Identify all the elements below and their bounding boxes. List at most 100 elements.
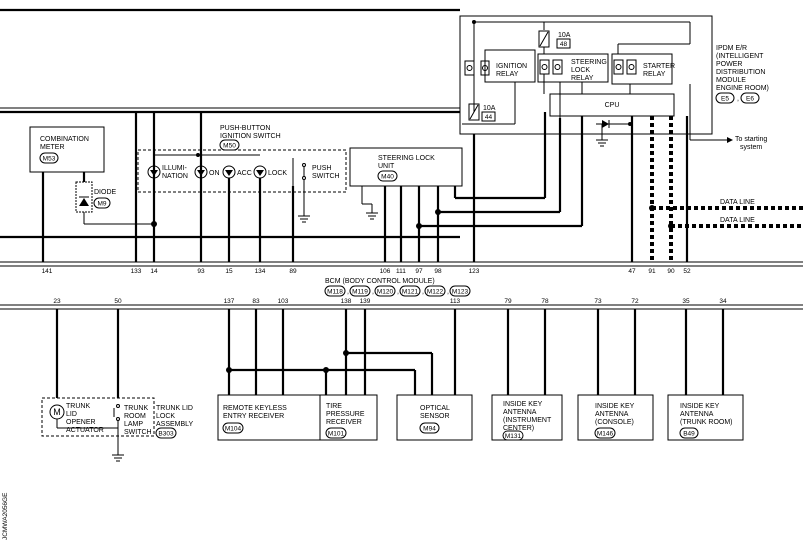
svg-text:M131: M131 — [505, 433, 522, 440]
svg-text:91: 91 — [648, 268, 656, 275]
svg-text:PUSH: PUSH — [312, 165, 331, 172]
svg-text:E5: E5 — [721, 96, 729, 103]
svg-text:123: 123 — [469, 268, 480, 275]
svg-text:10A: 10A — [483, 105, 496, 112]
svg-text:(INTELLIGENT: (INTELLIGENT — [716, 53, 764, 60]
svg-text:M104: M104 — [225, 426, 242, 433]
svg-text:89: 89 — [289, 268, 297, 275]
svg-text:50: 50 — [114, 298, 122, 305]
svg-text:M146: M146 — [597, 431, 614, 438]
svg-text:IGNITION SWITCH: IGNITION SWITCH — [220, 133, 281, 140]
svg-text:DIODE: DIODE — [94, 189, 117, 196]
svg-text:RELAY: RELAY — [643, 71, 666, 78]
bcm: 141 133 14 93 15 134 89 106 111 97 98 12… — [0, 261, 803, 305]
svg-text:INSIDE KEY: INSIDE KEY — [503, 401, 543, 408]
svg-text:78: 78 — [541, 298, 549, 305]
svg-text:PRESSURE: PRESSURE — [326, 411, 365, 418]
svg-text:IPDM E/R: IPDM E/R — [716, 45, 747, 52]
svg-text:34: 34 — [719, 298, 727, 305]
svg-text:,: , — [397, 289, 399, 296]
svg-text:RELAY: RELAY — [496, 71, 519, 78]
svg-text:ANTENNA: ANTENNA — [595, 411, 629, 418]
svg-text:ACTUATOR: ACTUATOR — [66, 427, 104, 434]
svg-text:STEERING LOCK: STEERING LOCK — [378, 155, 435, 162]
upper-connections — [41, 112, 689, 262]
svg-text:POWER: POWER — [716, 61, 742, 68]
svg-text:M120: M120 — [377, 289, 394, 296]
svg-text:106: 106 — [380, 268, 391, 275]
svg-text:141: 141 — [42, 268, 53, 275]
ipdm-connector-e5: E5 — [715, 92, 735, 104]
optical-sensor: OPTICAL SENSOR M94 — [396, 394, 473, 441]
svg-text:23: 23 — [53, 298, 61, 305]
svg-text:OPTICAL: OPTICAL — [420, 405, 450, 412]
svg-text:OPENER: OPENER — [66, 419, 96, 426]
svg-text:M118: M118 — [327, 289, 343, 296]
svg-text:INSIDE KEY: INSIDE KEY — [680, 403, 720, 410]
svg-text:DATA LINE: DATA LINE — [720, 217, 755, 224]
svg-text:DISTRIBUTION: DISTRIBUTION — [716, 69, 765, 76]
svg-text:90: 90 — [667, 268, 675, 275]
svg-text:SWITCH: SWITCH — [124, 429, 152, 436]
svg-text:BCM (BODY CONTROL MODULE): BCM (BODY CONTROL MODULE) — [325, 278, 435, 285]
svg-text:REMOTE KEYLESS: REMOTE KEYLESS — [223, 405, 287, 412]
svg-text:STARTER: STARTER — [643, 63, 675, 70]
to-starting-system: To starting system — [689, 84, 767, 151]
tire-pressure-receiver: TIRE PRESSURE RECEIVER M101 — [319, 394, 378, 441]
svg-text:15: 15 — [225, 268, 233, 275]
svg-text:M123: M123 — [452, 289, 469, 296]
svg-text:,: , — [737, 96, 739, 103]
svg-text:ANTENNA: ANTENNA — [680, 411, 714, 418]
svg-text:ENTRY RECEIVER: ENTRY RECEIVER — [223, 413, 284, 420]
svg-text:LID: LID — [66, 411, 77, 418]
svg-text:CPU: CPU — [605, 102, 620, 109]
svg-text:103: 103 — [278, 298, 289, 305]
svg-text:M: M — [53, 407, 61, 417]
svg-text:E6: E6 — [746, 96, 754, 103]
svg-text:35: 35 — [682, 298, 690, 305]
svg-text:LOCK: LOCK — [156, 413, 175, 420]
svg-text:111: 111 — [396, 268, 406, 275]
svg-text:44: 44 — [485, 114, 493, 121]
remote-keyless-entry-receiver: REMOTE KEYLESS ENTRY RECEIVER M104 — [217, 394, 321, 441]
svg-text:NATION: NATION — [162, 173, 188, 180]
svg-text:ENGINE ROOM): ENGINE ROOM) — [716, 85, 769, 92]
svg-text:M122: M122 — [427, 289, 444, 296]
svg-text:73: 73 — [594, 298, 602, 305]
ipdm-er: IPDM E/R (INTELLIGENT POWER DISTRIBUTION… — [459, 15, 769, 147]
svg-text:LOCK: LOCK — [571, 67, 590, 74]
svg-text:DATA LINE: DATA LINE — [720, 199, 755, 206]
svg-text:M121: M121 — [402, 289, 419, 296]
svg-text:LAMP: LAMP — [124, 421, 143, 428]
svg-text:STEERING: STEERING — [571, 59, 607, 66]
svg-text:TIRE: TIRE — [326, 403, 342, 410]
trunk-lid-lock-assembly: M TRUNK LID OPENER ACTUATOR TRUNK ROOM L… — [41, 397, 194, 462]
svg-text:LOCK: LOCK — [268, 170, 287, 177]
svg-text:97: 97 — [415, 268, 423, 275]
diode: DIODE M9 — [75, 181, 117, 213]
svg-text:TRUNK: TRUNK — [124, 405, 148, 412]
svg-text:133: 133 — [131, 268, 142, 275]
svg-text:B49: B49 — [683, 431, 695, 438]
svg-text:B303: B303 — [158, 431, 174, 438]
svg-text:137: 137 — [224, 298, 235, 305]
svg-text:RECEIVER: RECEIVER — [326, 419, 362, 426]
svg-text:CENTER): CENTER) — [503, 425, 534, 432]
inside-key-antenna-trunk-room: INSIDE KEY ANTENNA (TRUNK ROOM) B49 — [667, 394, 744, 441]
svg-text:ON: ON — [209, 170, 220, 177]
svg-text:83: 83 — [252, 298, 260, 305]
svg-text:M53: M53 — [43, 156, 56, 163]
svg-text:M40: M40 — [381, 174, 394, 181]
svg-text:ILLUMI-: ILLUMI- — [162, 165, 188, 172]
svg-text:139: 139 — [360, 298, 371, 305]
svg-text:(INSTRUMENT: (INSTRUMENT — [503, 417, 552, 424]
svg-text:,: , — [447, 289, 449, 296]
svg-text:METER: METER — [40, 144, 65, 151]
inside-key-antenna-console: INSIDE KEY ANTENNA (CONSOLE) M146 — [577, 394, 654, 441]
svg-text:UNIT: UNIT — [378, 163, 395, 170]
svg-text:93: 93 — [197, 268, 205, 275]
svg-text:(CONSOLE): (CONSOLE) — [595, 419, 634, 426]
steering-lock-unit: STEERING LOCK UNIT M40 — [349, 147, 463, 220]
svg-text:MODULE: MODULE — [716, 77, 746, 84]
svg-text:PUSH-BUTTON: PUSH-BUTTON — [220, 125, 270, 132]
